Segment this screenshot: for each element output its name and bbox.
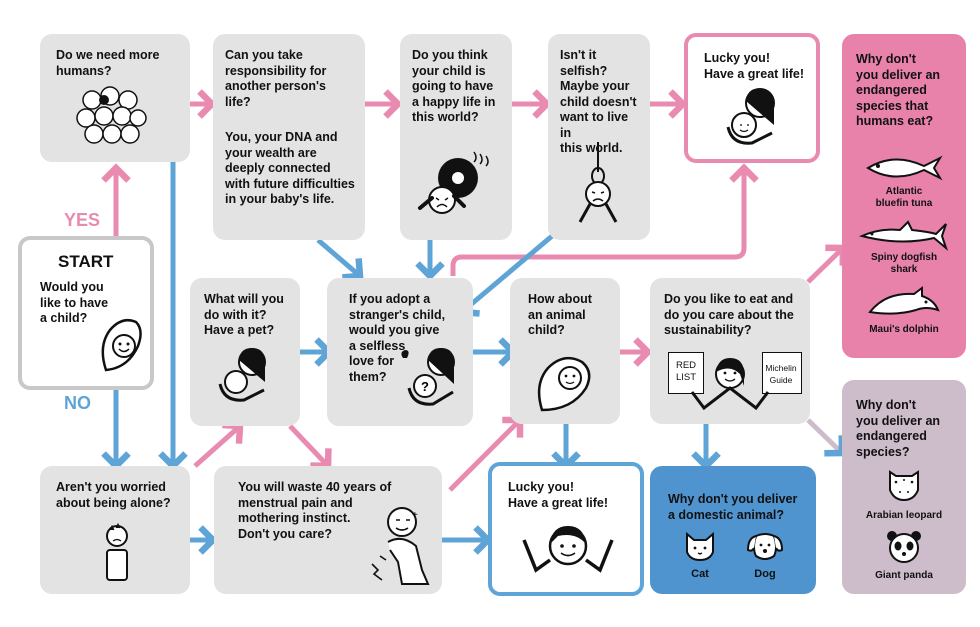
red-list-text: RED LIST xyxy=(675,360,697,383)
red-list-sign xyxy=(668,352,704,394)
start-title: START xyxy=(58,252,114,271)
node-what-will-you-do: What will you do with it? Have a pet? xyxy=(190,278,300,426)
node-happy-world-text: Do you think your child is going to have… xyxy=(412,48,496,124)
node-responsibility-extra: You, your DNA and your wealth are deeply… xyxy=(225,130,355,206)
node-eat-sustain: Do you like to eat and do you care about… xyxy=(650,278,810,424)
sad-person-icon xyxy=(106,522,128,581)
node-endangered-text: Why don't you deliver an endangered spec… xyxy=(856,398,941,459)
baby-face-icon xyxy=(101,319,142,372)
arrow-pet-to-menstrual xyxy=(288,424,332,470)
node-responsibility-text: Can you take responsibility for another … xyxy=(225,48,327,109)
yes-label: YES xyxy=(64,210,101,230)
happy-child-arms-up-icon xyxy=(522,526,614,573)
cat-icon xyxy=(686,531,714,562)
node-menstrual-text: You will waste 40 years of menstrual pai… xyxy=(238,480,392,541)
no-label: NO xyxy=(64,393,91,413)
node-adopt: If you adopt a stranger's child, would y… xyxy=(327,278,473,426)
node-endangered-eat: Why don't you deliver an endangered spec… xyxy=(842,34,966,358)
node-eat-sustain-text: Do you like to eat and do you care about… xyxy=(664,292,794,337)
node-lucky-bottom: Lucky you! Have a great life! xyxy=(488,462,644,596)
dolphin-icon xyxy=(868,286,940,315)
arrow-eat-to-endangered xyxy=(806,418,846,457)
node-endangered-eat-text: Why don't you deliver an endangered spec… xyxy=(856,52,941,128)
cat-caption: Cat xyxy=(691,568,709,580)
woman-in-pain-icon: + xyxy=(371,507,430,585)
panda-icon xyxy=(887,531,921,563)
node-need-humans: Do we need more humans? xyxy=(40,34,190,162)
node-domestic: Why don't you deliver a domestic animal?… xyxy=(650,466,816,594)
node-worried-alone: Aren't you worried about being alone? xyxy=(40,466,190,594)
leopard-icon xyxy=(889,470,919,502)
mother-with-pet-icon xyxy=(218,348,266,402)
node-need-humans-text: Do we need more humans? xyxy=(56,48,160,78)
node-lucky-top-text: Lucky you! Have a great life! xyxy=(704,51,805,81)
leopard-caption: Arabian leopard xyxy=(865,510,943,521)
node-adopt-text: If you adopt a stranger's child, would y… xyxy=(349,292,446,384)
tuna-icon xyxy=(866,155,943,181)
node-lucky-top: Lucky you! Have a great life! xyxy=(684,33,820,163)
burning-world-icon xyxy=(418,151,489,214)
node-what-will-you-do-text: What will you do with it? Have a pet? xyxy=(204,292,284,337)
dog-icon xyxy=(746,533,784,560)
node-animal-child: How about an animal child? xyxy=(510,278,620,424)
node-responsibility: Can you take responsibility for another … xyxy=(213,34,365,240)
arrow-adopt-to-lucky xyxy=(450,163,759,276)
michelin-sign xyxy=(762,352,802,394)
panda-caption: Giant panda xyxy=(875,570,933,581)
node-selfish-text: Isn't it selfish? Maybe your child doesn… xyxy=(560,48,637,155)
mother-hugging-baby-icon xyxy=(726,88,775,145)
arrow-selfish-to-adopt xyxy=(458,229,560,317)
svg-text:?: ? xyxy=(421,379,429,394)
arrow-menstrual-to-animal xyxy=(448,416,524,492)
arrow-eat-to-endangered-eat xyxy=(806,244,847,284)
swaddled-baby-icon xyxy=(537,356,591,412)
node-domestic-text: Why don't you deliver a domestic animal? xyxy=(668,492,798,522)
node-menstrual: You will waste 40 years of menstrual pai… xyxy=(214,466,442,594)
node-lucky-bottom-text: Lucky you! Have a great life! xyxy=(508,480,609,510)
dog-caption: Dog xyxy=(754,568,776,580)
arrow-worried-to-pet xyxy=(193,421,244,468)
crowd-faces-icon xyxy=(76,86,147,144)
node-worried-alone-text: Aren't you worried about being alone? xyxy=(56,480,171,510)
michelin-text: Michelin Guide xyxy=(765,363,797,385)
start-node: START Would you like to have a child? xyxy=(18,236,154,390)
svg-text:+: + xyxy=(412,510,418,521)
shark-icon xyxy=(858,220,949,252)
dolphin-caption: Maui's dolphin xyxy=(869,324,939,335)
mother-with-unknown-child-icon: ? xyxy=(401,348,455,406)
arrow-responsibility-to-adopt xyxy=(316,238,364,281)
start-question: Would you like to have a child? xyxy=(40,280,109,325)
hanging-child-icon xyxy=(578,142,618,223)
tuna-caption: Atlantic bluefin tuna xyxy=(875,186,933,209)
node-happy-world: Do you think your child is going to have… xyxy=(400,34,512,240)
shark-caption: Spiny dogfish shark xyxy=(870,252,938,275)
node-animal-child-text: How about an animal child? xyxy=(528,292,592,337)
woman-holding-signs-icon xyxy=(690,358,770,411)
node-selfish: Isn't it selfish? Maybe your child doesn… xyxy=(548,34,650,240)
node-endangered: Why don't you deliver an endangered spec… xyxy=(842,380,966,594)
